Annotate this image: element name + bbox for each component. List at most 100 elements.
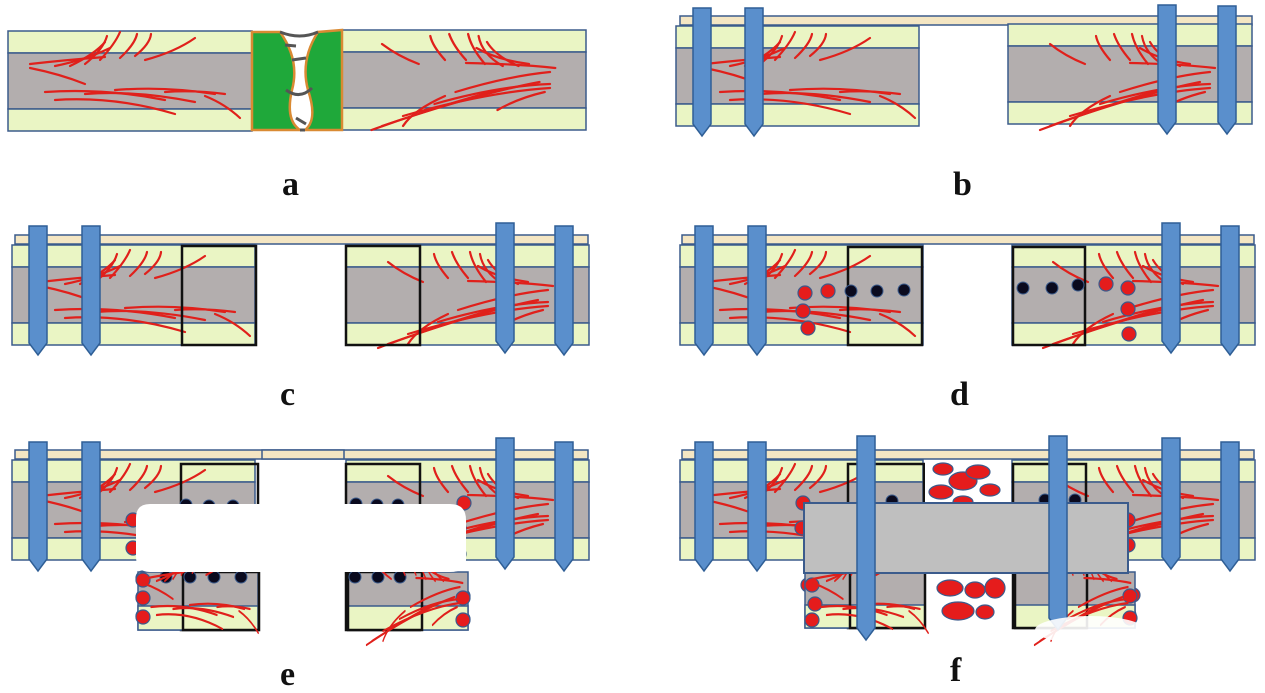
red-cell xyxy=(936,579,964,597)
red-cell xyxy=(932,462,954,476)
osteotomy-box-right xyxy=(1011,245,1087,347)
bone-right xyxy=(345,244,590,346)
red-cell xyxy=(1121,326,1137,342)
panel-label-a: a xyxy=(282,166,299,203)
long-pin-left xyxy=(856,435,876,642)
black-dot xyxy=(1016,281,1030,295)
panel-d xyxy=(679,222,1256,357)
black-dot xyxy=(870,284,884,298)
black-dot xyxy=(897,283,911,297)
red-cell xyxy=(455,612,471,628)
cortex-bottom xyxy=(11,322,256,346)
black-dot xyxy=(234,570,248,584)
fixation-pin xyxy=(1217,5,1237,136)
cortex-top xyxy=(1011,244,1256,268)
fixator-bar-gap xyxy=(261,449,345,460)
gap xyxy=(262,462,344,632)
bone-left xyxy=(11,244,256,346)
red-cell xyxy=(807,596,823,612)
red-cell xyxy=(800,320,816,336)
red-cell xyxy=(456,495,472,511)
red-cells xyxy=(135,572,471,628)
fixator-bar xyxy=(681,449,1255,460)
black-dot xyxy=(1071,278,1085,292)
panel-label-c: c xyxy=(280,376,296,413)
red-cell xyxy=(964,581,986,599)
fixator-bar xyxy=(679,15,1253,26)
cortex-top xyxy=(7,30,253,54)
red-cell xyxy=(941,601,975,621)
panel-label-f: f xyxy=(950,652,962,689)
cortex-bottom xyxy=(345,322,590,346)
fixation-pin xyxy=(28,225,48,357)
long-pin-right xyxy=(1048,435,1068,632)
panel-b xyxy=(675,4,1253,138)
fixation-pin xyxy=(495,437,515,571)
cortex-top xyxy=(679,244,924,268)
panel-e xyxy=(11,437,590,647)
cortex-top xyxy=(341,29,587,53)
red-cell xyxy=(984,577,1006,599)
red-cell xyxy=(1098,276,1114,292)
red-cell xyxy=(820,283,836,299)
red-cells xyxy=(795,276,1137,342)
black-dots xyxy=(844,278,1085,298)
marrow xyxy=(1007,45,1253,103)
cortex-top xyxy=(345,244,590,268)
cortex-top xyxy=(11,244,256,268)
fixation-pin xyxy=(747,441,767,573)
cortex-top xyxy=(1007,23,1253,47)
red-cell xyxy=(965,464,991,480)
fixation-pin xyxy=(692,7,712,138)
callus-right xyxy=(301,28,344,132)
fixator-bar xyxy=(681,234,1255,245)
glare xyxy=(1035,616,1145,644)
fixation-pin xyxy=(744,7,764,138)
fixation-pin xyxy=(1157,4,1177,136)
red-cell xyxy=(975,604,995,620)
fixation-pin xyxy=(1161,437,1181,571)
fixation-pin xyxy=(554,225,574,357)
fixation-pin xyxy=(554,441,574,573)
panel-c xyxy=(11,222,590,357)
panel-label-b: b xyxy=(953,166,972,203)
red-cell xyxy=(455,590,471,606)
panel-label-e: e xyxy=(280,656,296,693)
black-dot xyxy=(1045,281,1059,295)
fixation-pin xyxy=(81,441,101,573)
bone-left xyxy=(675,25,920,127)
red-cell xyxy=(979,483,1001,497)
marrow xyxy=(675,47,920,105)
fracture-debris xyxy=(279,30,319,132)
fixation-pin xyxy=(747,225,767,357)
red-cell xyxy=(1120,301,1136,317)
bone-right xyxy=(345,459,590,561)
fixation-pin xyxy=(694,225,714,357)
osteotomy-box-right xyxy=(344,244,422,347)
red-cell xyxy=(928,484,954,500)
black-dot xyxy=(371,570,385,584)
cortex-bottom xyxy=(675,103,920,127)
fixator-bar xyxy=(14,234,589,245)
black-dot xyxy=(844,284,858,298)
black-dot xyxy=(183,570,197,584)
graft-block xyxy=(803,502,1129,574)
osteotomy-box-left xyxy=(180,244,258,347)
red-cell xyxy=(135,609,151,625)
fixation-pin xyxy=(1161,222,1181,355)
bone-right xyxy=(1007,23,1253,125)
red-cell xyxy=(797,285,813,301)
panel-a xyxy=(7,28,587,132)
fixation-pin xyxy=(495,222,515,355)
cortex-bottom xyxy=(1007,101,1253,125)
black-dot xyxy=(348,570,362,584)
fixation-pin xyxy=(28,441,48,573)
red-cells xyxy=(804,577,1138,628)
fixation-pin xyxy=(1220,225,1240,357)
panel-f xyxy=(679,435,1256,647)
fixation-pin xyxy=(1220,441,1240,573)
fixation-pin xyxy=(694,441,714,573)
cortex-bottom xyxy=(7,108,253,132)
panel-label-d: d xyxy=(950,376,969,413)
